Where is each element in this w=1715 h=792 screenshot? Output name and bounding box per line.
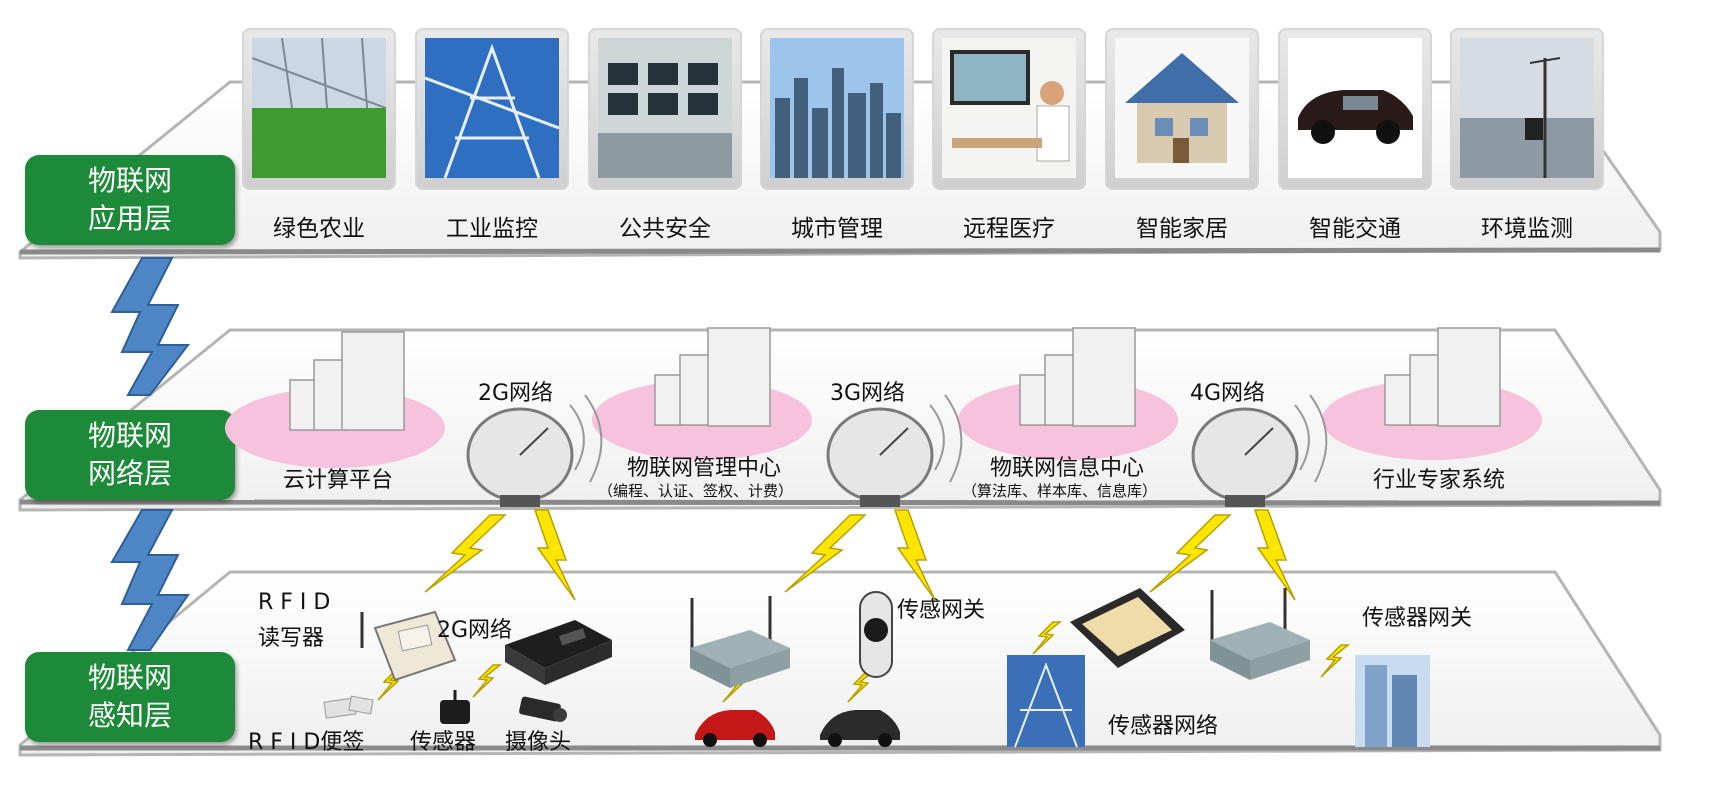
city-management-image [760, 28, 914, 190]
sensor-device-gateway-label: 传感器网关 [1362, 606, 1473, 631]
yellow-lightning-icon [893, 509, 936, 601]
smart-home-image [1105, 28, 1259, 190]
application-layer-label: 物联网 应用层 [25, 155, 235, 245]
industrial-monitoring-image [415, 28, 569, 190]
sensor-gateway-label: 传感网关 [897, 598, 986, 623]
smart-transport-image [1278, 28, 1432, 190]
server-icon [654, 327, 771, 427]
wireless-router-icon [690, 596, 790, 688]
label-line: 物联网 [87, 661, 172, 694]
yellow-lightning-icon [1320, 644, 1351, 678]
sensor-icon [440, 690, 470, 724]
satellite-dish-icon [1191, 394, 1328, 507]
camera-icon [519, 696, 567, 722]
server-icon [1019, 327, 1136, 427]
perception-layer-label: 物联网 感知层 [25, 652, 235, 742]
sensor-network-image [1007, 655, 1085, 748]
cloud-platform-label: 云计算平台 [283, 468, 394, 493]
app-item-label: 城市管理 [791, 216, 883, 242]
app-item-label: 公共安全 [619, 216, 711, 242]
environment-monitoring-image [1450, 28, 1604, 190]
wireless-router-icon [1210, 588, 1310, 680]
building-image [1355, 655, 1430, 747]
yellow-lightning-icon [1149, 514, 1232, 593]
yellow-lightning-icon [424, 514, 507, 593]
remote-medical-image [932, 28, 1086, 190]
app-item-label: 智能交通 [1309, 216, 1401, 242]
network-4g-label: 4G网络 [1190, 381, 1266, 406]
app-item-label: 环境监测 [1481, 216, 1573, 242]
network-2g-label: 2G网络 [478, 381, 554, 406]
info-center-label: 物联网信息中心 [990, 456, 1145, 481]
label-line: 应用层 [87, 202, 172, 235]
blue-lightning-icon [110, 509, 190, 651]
app-item-label: 绿色农业 [273, 216, 365, 242]
2g-device-icon [505, 620, 612, 685]
black-car-icon [820, 710, 900, 747]
expert-system-label: 行业专家系统 [1373, 468, 1506, 493]
rfid-reader-icon [360, 610, 457, 682]
server-icon [289, 331, 405, 431]
network-2g-label: 2G网络 [437, 618, 513, 643]
public-security-image [588, 28, 742, 190]
sensor-label: 传感器 [410, 730, 477, 755]
management-center-label: 物联网管理中心 [627, 456, 782, 481]
red-car-icon [695, 710, 775, 747]
network-3g-label: 3G网络 [830, 381, 906, 406]
app-item-label: 远程医疗 [963, 216, 1055, 242]
tablet-icon [1070, 588, 1185, 668]
app-item-label: 工业监控 [446, 216, 538, 242]
sensor-gateway-icon [859, 591, 893, 678]
label-line: 网络层 [87, 457, 172, 490]
yellow-lightning-icon [1253, 509, 1296, 601]
satellite-dish-icon [466, 394, 603, 507]
sensor-network-label: 传感器网络 [1108, 714, 1219, 739]
rfid-tag-label: R F I D便签 [248, 730, 365, 755]
camera-label: 摄像头 [505, 730, 572, 755]
satellite-dish-icon [826, 394, 963, 507]
yellow-lightning-icon [472, 664, 503, 698]
network-layer-label: 物联网 网络层 [25, 410, 235, 500]
green-agriculture-image [242, 28, 396, 190]
management-center-detail: （编程、认证、签权、计费） [598, 482, 794, 500]
rfid-reader-label: R F I D [258, 590, 331, 615]
yellow-lightning-icon [533, 509, 576, 601]
label-line: 物联网 [87, 164, 172, 197]
server-icon [1384, 327, 1501, 427]
label-line: 感知层 [87, 699, 172, 732]
yellow-lightning-icon [784, 514, 867, 593]
blue-lightning-icon [110, 257, 191, 396]
app-item-label: 智能家居 [1136, 216, 1228, 242]
rfid-tag-icon [323, 695, 374, 719]
info-center-detail: （算法库、样本库、信息库） [962, 482, 1158, 500]
rfid-reader-label: 读写器 [258, 626, 325, 651]
label-line: 物联网 [87, 419, 172, 452]
yellow-lightning-icon [1032, 621, 1063, 655]
